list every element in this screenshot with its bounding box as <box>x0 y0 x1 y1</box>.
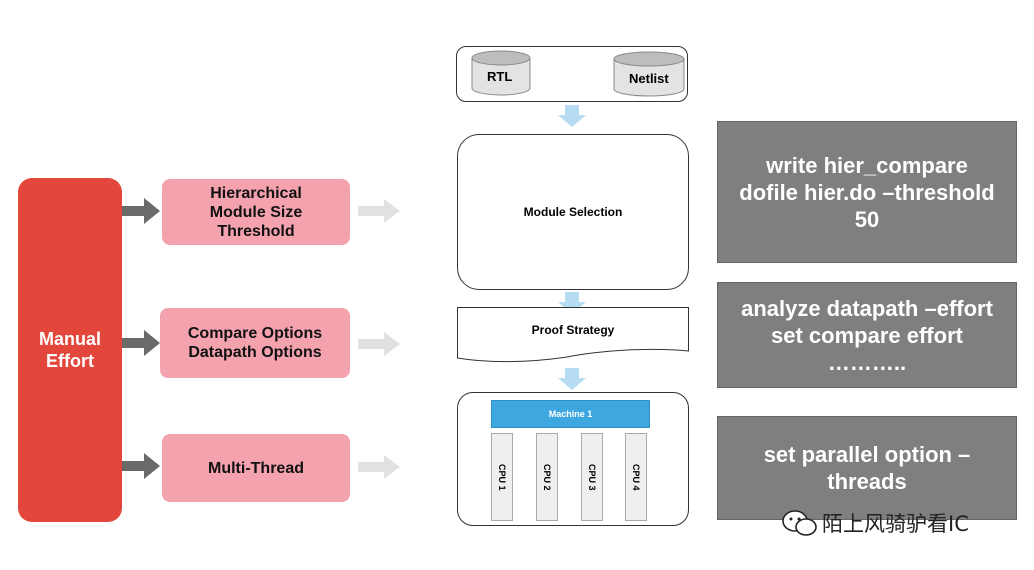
arrow-right-icon <box>358 455 400 479</box>
proof-strategy-label: Proof Strategy <box>531 323 615 337</box>
command-datapath-text: analyze datapath –effort set compare eff… <box>741 295 993 375</box>
cpu-label: CPU 2 <box>542 463 552 491</box>
machine-label: Machine 1 <box>548 409 593 419</box>
command-box-parallel: set parallel option – threads <box>717 416 1017 520</box>
watermark: 陌上风骑驴看IC <box>780 508 969 538</box>
multi-thread-label: Multi-Thread <box>208 459 304 477</box>
machine-bar: Machine 1 <box>491 400 650 428</box>
command-hier-text: write hier_compare dofile hier.do –thres… <box>739 152 995 232</box>
watermark-text: 陌上风骑驴看IC <box>822 512 969 536</box>
manual-effort-label: Manual Effort <box>38 329 101 371</box>
machine-container: Machine 1 CPU 1 CPU 2 CPU 3 CPU 4 <box>457 392 689 526</box>
hierarchical-threshold-box: Hierarchical Module Size Threshold <box>162 179 350 245</box>
arrow-down-icon <box>558 292 586 314</box>
database-icon <box>613 51 685 97</box>
hierarchical-threshold-label: Hierarchical Module Size Threshold <box>209 184 303 240</box>
cpu-box: CPU 2 <box>536 433 558 521</box>
arrow-right-icon <box>358 332 400 356</box>
multi-thread-box: Multi-Thread <box>162 434 350 502</box>
cpu-box: CPU 1 <box>491 433 513 521</box>
command-box-hier: write hier_compare dofile hier.do –thres… <box>717 121 1017 263</box>
module-selection-box: Module Selection <box>457 134 689 290</box>
arrow-right-icon <box>122 453 160 479</box>
arrow-right-icon <box>122 198 160 224</box>
cpu-label: CPU 4 <box>631 463 641 491</box>
cpu-label: CPU 1 <box>497 463 507 491</box>
proof-strategy-shape <box>457 307 689 363</box>
compare-options-box: Compare Options Datapath Options <box>160 308 350 378</box>
input-box: RTL Netlist <box>456 46 688 102</box>
database-icon <box>471 50 531 96</box>
arrow-down-icon <box>558 105 586 127</box>
cpu-box: CPU 3 <box>581 433 603 521</box>
rtl-label: RTL <box>487 69 513 84</box>
command-parallel-text: set parallel option – threads <box>763 442 971 494</box>
manual-effort-block: Manual Effort <box>18 178 122 522</box>
netlist-label: Netlist <box>629 71 669 86</box>
wechat-icon <box>782 510 817 536</box>
arrow-right-icon <box>358 199 400 223</box>
arrow-right-icon <box>122 330 160 356</box>
cpu-box: CPU 4 <box>625 433 647 521</box>
module-selection-label: Module Selection <box>523 205 623 219</box>
cpu-label: CPU 3 <box>587 463 597 491</box>
arrow-down-icon <box>558 368 586 390</box>
command-box-datapath: analyze datapath –effort set compare eff… <box>717 282 1017 388</box>
compare-options-label: Compare Options Datapath Options <box>187 325 323 361</box>
